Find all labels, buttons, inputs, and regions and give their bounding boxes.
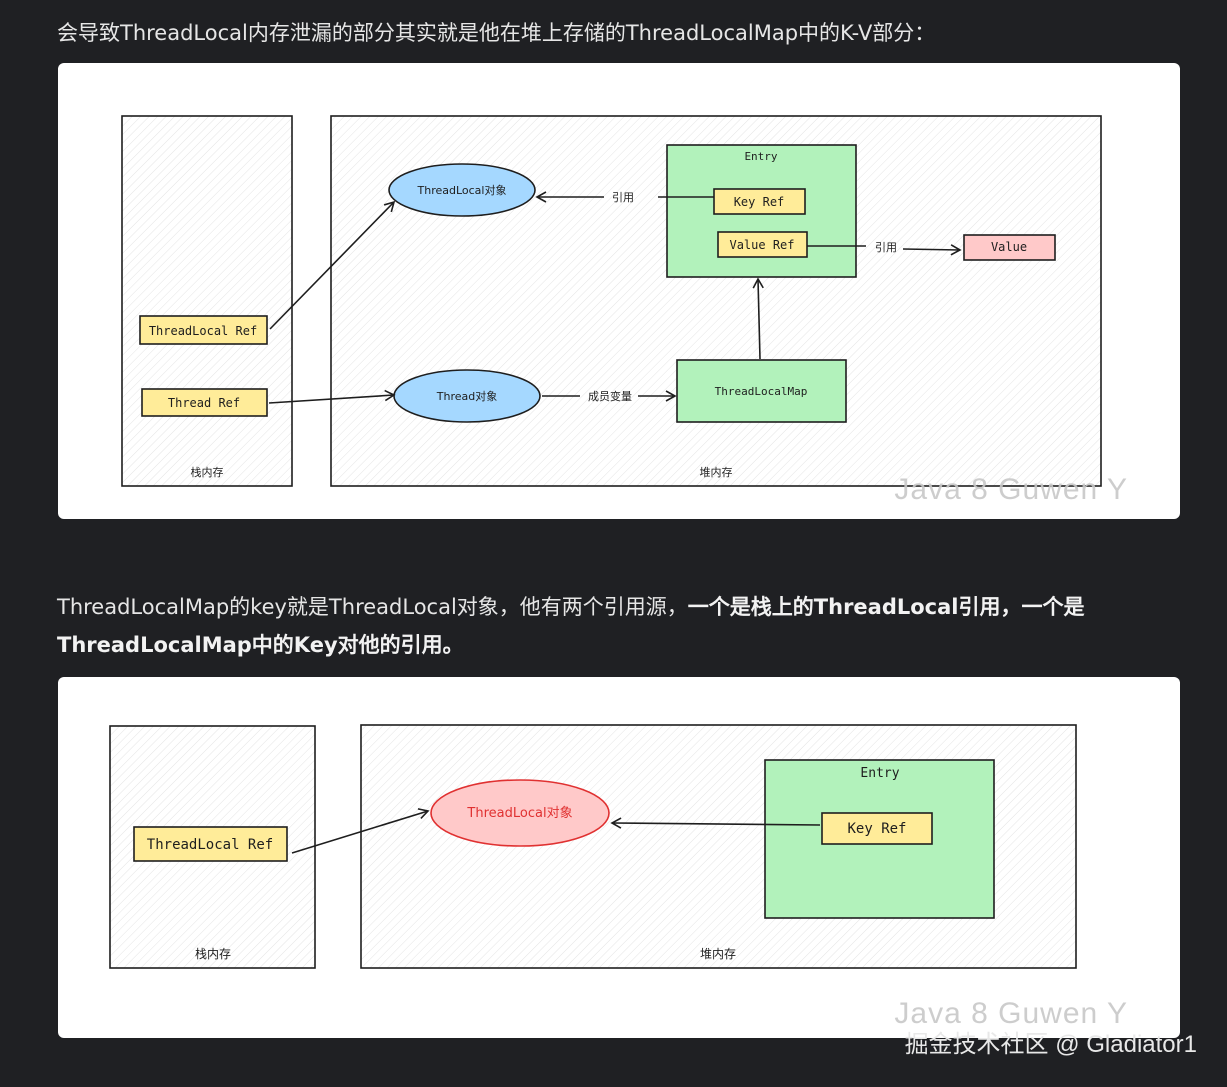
value-ref-label: Value Ref [729, 238, 794, 252]
stack-memory-label-2: 栈内存 [195, 946, 231, 961]
threadlocal-object-ellipse [388, 163, 536, 217]
site-watermark: 掘金技术社区 @ Gladiator1 [904, 1031, 1197, 1058]
value-label: Value [991, 240, 1027, 254]
heap-memory-label-2: 堆内存 [700, 947, 736, 961]
thread-object-label: Thread对象 [436, 389, 497, 403]
threadlocal-ref-box [139, 315, 268, 345]
arrow-value-ref-to-value-head [902, 244, 962, 256]
entry-label-2: Entry [860, 766, 899, 781]
threadlocal-object-label-2: ThreadLocal对象 [466, 806, 572, 821]
value-box [963, 234, 1056, 261]
ref-label-value: 引用 [875, 240, 897, 254]
ref-label-key: 引用 [612, 190, 634, 204]
stack-memory-label: 栈内存 [191, 465, 224, 479]
thread-ref-label: Thread Ref [168, 396, 240, 410]
threadlocal-ref-label-2: ThreadLocal Ref [147, 837, 273, 853]
threadlocal-ref-label: ThreadLocal Ref [149, 324, 257, 338]
threadlocal-object-label: ThreadLocal对象 [417, 183, 507, 197]
middle-text-bold-1: 一个是栈上的ThreadLocal引用，一个是 [687, 595, 1085, 619]
arrow-threadlocal-ref-to-object-2 [291, 808, 430, 854]
middle-text-bold-2: ThreadLocalMap中的Key对他的引用。 [57, 633, 464, 657]
heap-memory-label: 堆内存 [700, 465, 733, 479]
threadlocal-ref-box-2 [133, 826, 288, 862]
entry-label: Entry [744, 150, 777, 163]
diagram-card-1: 栈内存 堆内存 ThreadLocal Ref Thread Ref Threa… [58, 63, 1180, 519]
key-ref-label-2: Key Ref [847, 821, 906, 837]
key-ref-label: Key Ref [734, 195, 785, 209]
watermark-1: Java 8 Guwen Y [894, 473, 1128, 506]
arrow-key-ref-to-threadlocal-2 [610, 817, 821, 829]
intro-paragraph: 会导致ThreadLocal内存泄漏的部分其实就是他在堆上存储的ThreadLo… [57, 21, 936, 45]
middle-text-normal: ThreadLocalMap的key就是ThreadLocal对象，他有两个引用… [57, 595, 688, 619]
key-ref-box [713, 188, 806, 215]
threadlocalmap-box [676, 359, 847, 423]
arrow-map-to-entry [752, 277, 764, 360]
arrow-threadlocal-ref-to-object [269, 200, 396, 330]
diagram-2: 栈内存 堆内存 ThreadLocal Ref ThreadLocal对象 En… [109, 724, 1077, 969]
threadlocal-object-ellipse-2 [430, 779, 610, 847]
watermark-2: Java 8 Guwen Y [894, 997, 1128, 1030]
key-ref-box-2 [821, 812, 933, 845]
middle-paragraph: ThreadLocalMap的key就是ThreadLocal对象，他有两个引用… [57, 588, 1085, 664]
member-variable-label: 成员变量 [588, 389, 632, 403]
diagram-1: 栈内存 堆内存 ThreadLocal Ref Thread Ref Threa… [121, 115, 1102, 487]
stack-memory-box [121, 115, 293, 487]
threadlocalmap-label: ThreadLocalMap [715, 385, 808, 398]
arrow-thread-ref-to-object [268, 389, 396, 404]
thread-ref-box [141, 388, 268, 417]
value-ref-box [717, 231, 808, 258]
diagram-card-2: 栈内存 堆内存 ThreadLocal Ref ThreadLocal对象 En… [58, 677, 1180, 1038]
